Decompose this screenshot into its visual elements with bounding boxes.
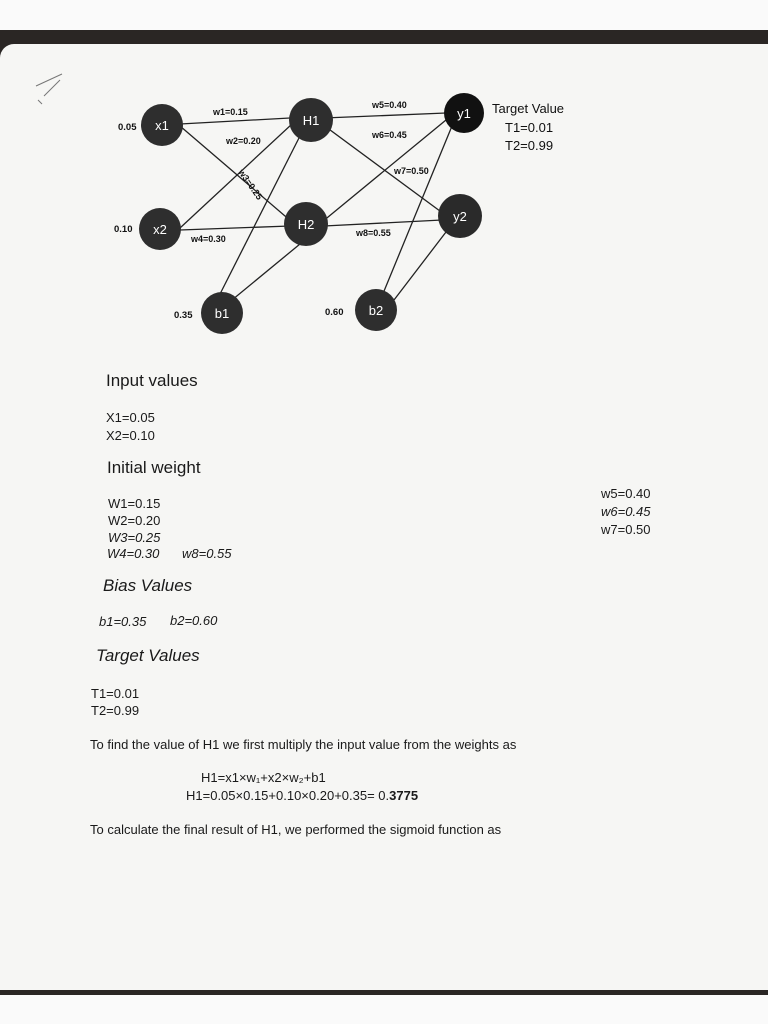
bias-values-heading: Bias Values [103, 576, 193, 595]
b2-value: b2=0.60 [170, 613, 218, 628]
connection-lines [179, 112, 453, 301]
w4-label: w4=0.30 [190, 234, 226, 244]
node-y2: y2 [438, 194, 482, 238]
edge-b2-y1 [381, 125, 453, 297]
node-b2: b2 [355, 289, 397, 331]
w6-value: w6=0.45 [601, 504, 651, 519]
paper-sheet [0, 44, 768, 992]
edge-x1-h2 [179, 125, 293, 223]
photo-background-bottom [0, 990, 768, 995]
node-x1: x1 [141, 104, 183, 146]
w7-label: w7=0.50 [393, 166, 429, 176]
node-x2: x2 [139, 208, 181, 250]
target-value-title: Target Value [492, 101, 564, 116]
input-values-heading: Input values [106, 371, 198, 390]
edge-x2-h2 [179, 225, 291, 231]
x2-value-label: 0.10 [114, 224, 133, 235]
edge-h1-y1 [323, 112, 447, 119]
target-t1: T1=0.01 [505, 120, 553, 135]
w8-value: w8=0.55 [182, 546, 232, 561]
target-values-heading: Target Values [96, 646, 200, 665]
h1-formula-symbolic: H1=x1×w₁+x2×w₂+b1 [201, 770, 326, 785]
sigmoid-intro-text: To calculate the final result of H1, we … [90, 822, 502, 837]
target-t2: T2=0.99 [505, 138, 553, 153]
t1-value: T1=0.01 [91, 686, 140, 701]
svg-text:x1: x1 [155, 118, 169, 133]
h1-formula-prefix: H1=0.05×0.15+0.10×0.20+0.35= 0. [186, 788, 390, 803]
edge-x2-h1 [179, 123, 293, 229]
initial-weight-heading: Initial weight [107, 458, 201, 477]
svg-text:b2: b2 [369, 303, 383, 318]
w8-label: w8=0.55 [355, 228, 391, 238]
h1-result-bold: 3775 [389, 788, 419, 803]
w5-label: w5=0.40 [371, 100, 407, 110]
svg-text:y1: y1 [457, 106, 471, 121]
w3-value: W3=0.25 [108, 530, 161, 545]
h1-intro-text: To find the value of H1 we first multipl… [90, 737, 517, 752]
b1-value-label: 0.35 [174, 310, 193, 321]
node-h1: H1 [289, 98, 333, 142]
w2-value: W2=0.20 [108, 513, 161, 528]
photo-bottom-edge [0, 995, 768, 1024]
pencil-mark [35, 73, 63, 105]
svg-text:y2: y2 [453, 209, 467, 224]
x2-value: X2=0.10 [106, 428, 155, 443]
w1-value: W1=0.15 [108, 496, 161, 511]
edge-h2-y2 [323, 219, 443, 227]
b2-value-label: 0.60 [325, 307, 344, 318]
w3-label: w3=0.25 [236, 167, 265, 202]
node-b1: b1 [201, 292, 243, 334]
svg-text:b1: b1 [215, 306, 229, 321]
x1-value: X1=0.05 [106, 410, 155, 425]
photo-top-edge [0, 0, 768, 32]
h1-formula-numeric: H1=0.05×0.15+0.10×0.20+0.35= 0.3775 [186, 788, 418, 803]
edge-b1-h1 [217, 131, 303, 299]
w6-label: w6=0.45 [371, 130, 407, 140]
w1-label: w1=0.15 [212, 107, 248, 117]
svg-text:x2: x2 [153, 222, 167, 237]
t2-value: T2=0.99 [91, 703, 140, 718]
w7-value: w7=0.50 [601, 522, 651, 537]
x1-value-label: 0.05 [118, 122, 137, 133]
edge-h1-y2 [321, 123, 445, 215]
edge-x1-h1 [179, 117, 291, 125]
neural-network-diagram: x1 x2 H1 H2 y1 y2 b1 b2 0.05 0.10 0.35 0… [35, 73, 564, 334]
edge-h2-y1 [321, 119, 447, 223]
w2-label: w2=0.20 [225, 136, 261, 146]
edge-b1-h2 [231, 243, 301, 301]
w4-value: W4=0.30 [107, 546, 160, 561]
svg-text:H1: H1 [303, 113, 320, 128]
node-h2: H2 [284, 202, 328, 246]
svg-text:H2: H2 [298, 217, 315, 232]
node-y1: y1 [444, 93, 484, 133]
edge-b2-y2 [393, 231, 447, 301]
b1-value: b1=0.35 [99, 614, 147, 629]
w5-value: w5=0.40 [601, 486, 651, 501]
